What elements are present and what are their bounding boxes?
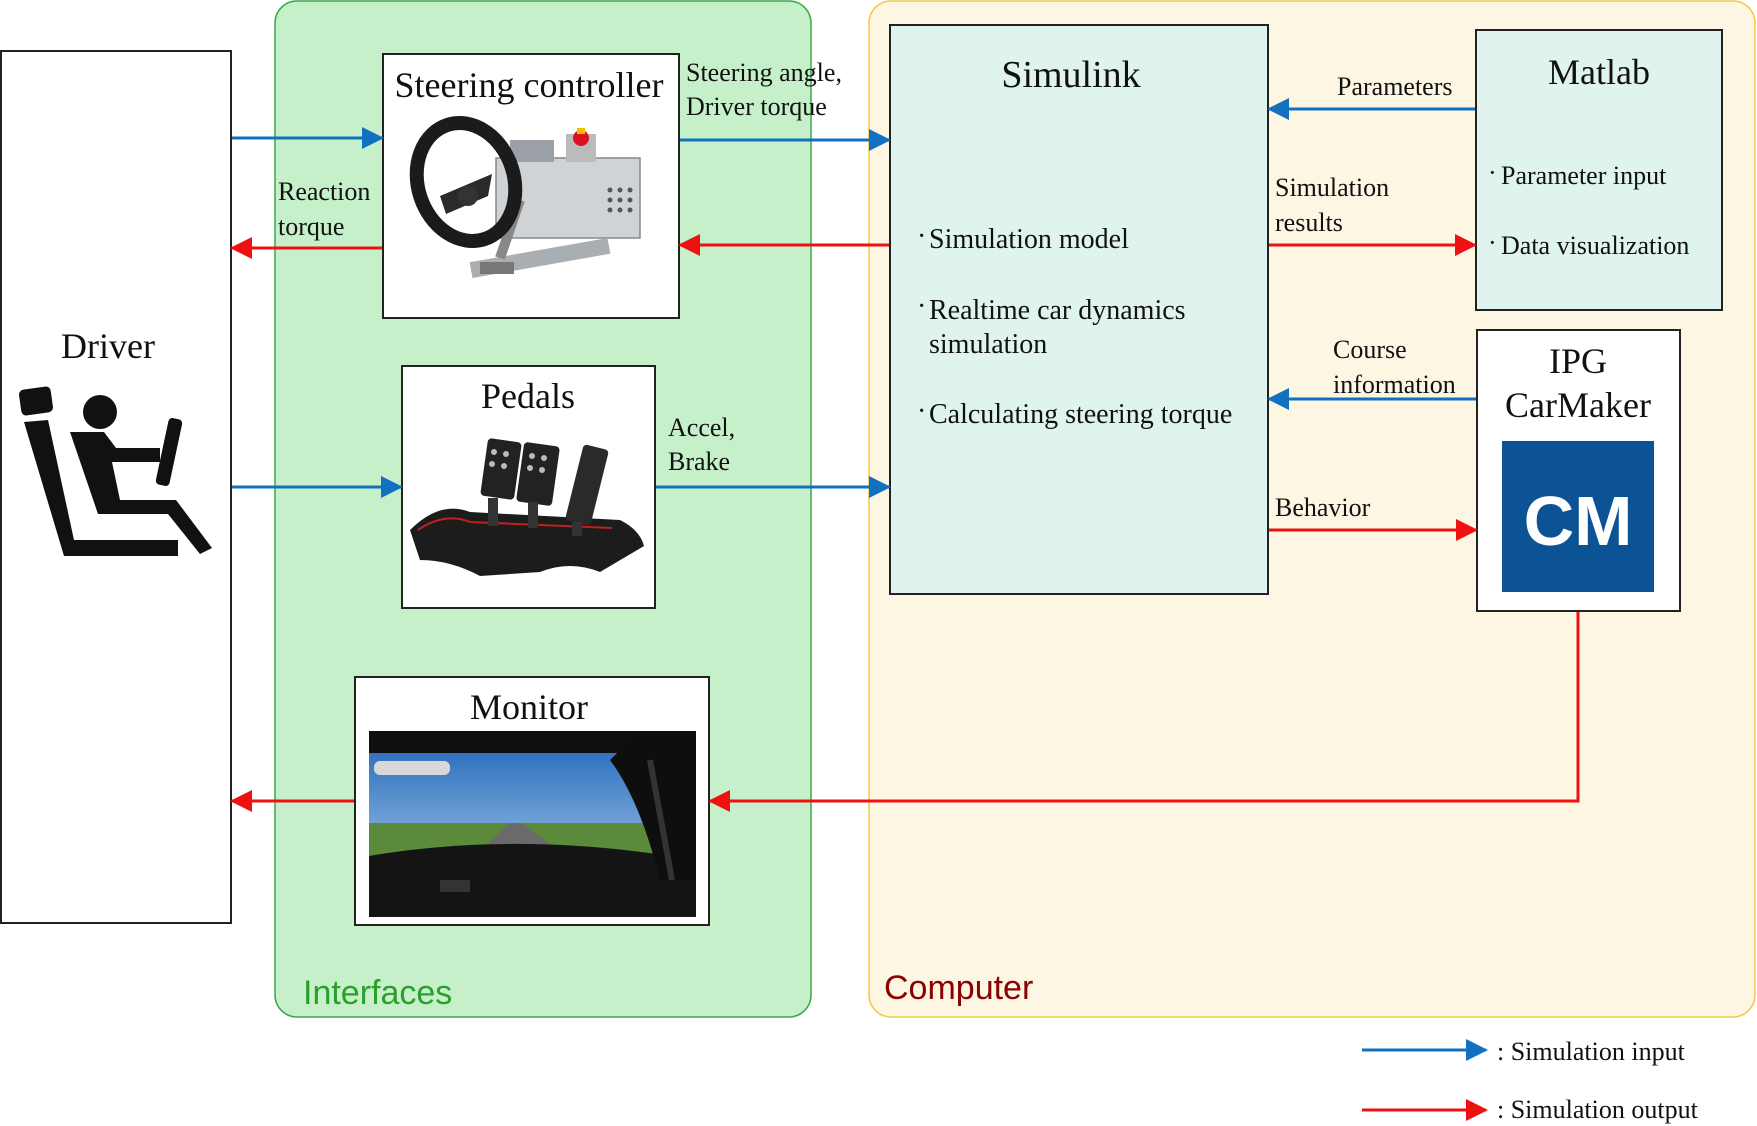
simulink-bullet-3: · <box>917 396 926 427</box>
simulink-item-3: Calculating steering torque <box>929 399 1232 430</box>
interfaces-label: Interfaces <box>303 974 452 1012</box>
legend-output-label: : Simulation output <box>1497 1095 1699 1124</box>
pedals-title: Pedals <box>481 376 575 416</box>
label-steering-out-2: Driver torque <box>686 92 827 121</box>
label-course-1: Course <box>1333 335 1407 364</box>
label-accel-2: Brake <box>668 447 730 476</box>
matlab-item-2: Data visualization <box>1501 231 1689 260</box>
label-reaction-1: Reaction <box>278 177 370 206</box>
carmaker-title-line1: IPG <box>1549 341 1607 381</box>
seated-driver-icon <box>18 386 212 556</box>
simulink-bullet-2: · <box>917 291 926 322</box>
matlab-box <box>1475 29 1723 311</box>
pedals-photo <box>410 438 644 576</box>
simulink-box <box>889 24 1269 595</box>
matlab-item-1: Parameter input <box>1501 161 1667 190</box>
matlab-title: Matlab <box>1548 52 1650 92</box>
label-parameters: Parameters <box>1337 72 1453 101</box>
label-accel-1: Accel, <box>668 413 735 442</box>
label-behavior: Behavior <box>1275 493 1371 522</box>
driving-view-photo <box>369 731 696 917</box>
carmaker-title-line2: CarMaker <box>1505 385 1651 425</box>
steering-wheel-photo <box>409 116 641 279</box>
label-steering-out-1: Steering angle, <box>686 58 842 87</box>
driver-label: Driver <box>61 326 155 366</box>
simulink-title: Simulink <box>1001 54 1140 96</box>
carmaker-logo-text: CM <box>1524 482 1633 560</box>
simulink-bullet-1: · <box>917 221 926 252</box>
arrow-carmaker-to-monitor <box>708 612 1580 812</box>
computer-label: Computer <box>884 969 1033 1007</box>
label-sim-results-1: Simulation <box>1275 173 1389 202</box>
monitor-title: Monitor <box>470 687 588 727</box>
label-reaction-2: torque <box>278 212 344 241</box>
matlab-bullet-2: · <box>1488 228 1497 257</box>
label-sim-results-2: results <box>1275 208 1343 237</box>
steering-controller-title: Steering controller <box>395 65 664 105</box>
matlab-bullet-1: · <box>1488 158 1497 187</box>
simulink-item-1: Simulation model <box>929 224 1129 255</box>
label-course-2: information <box>1333 370 1456 399</box>
simulink-item-2b: simulation <box>929 329 1047 360</box>
carmaker-logo <box>1502 441 1654 592</box>
legend-input-label: : Simulation input <box>1497 1037 1686 1066</box>
simulink-item-2: Realtime car dynamics <box>929 295 1186 326</box>
